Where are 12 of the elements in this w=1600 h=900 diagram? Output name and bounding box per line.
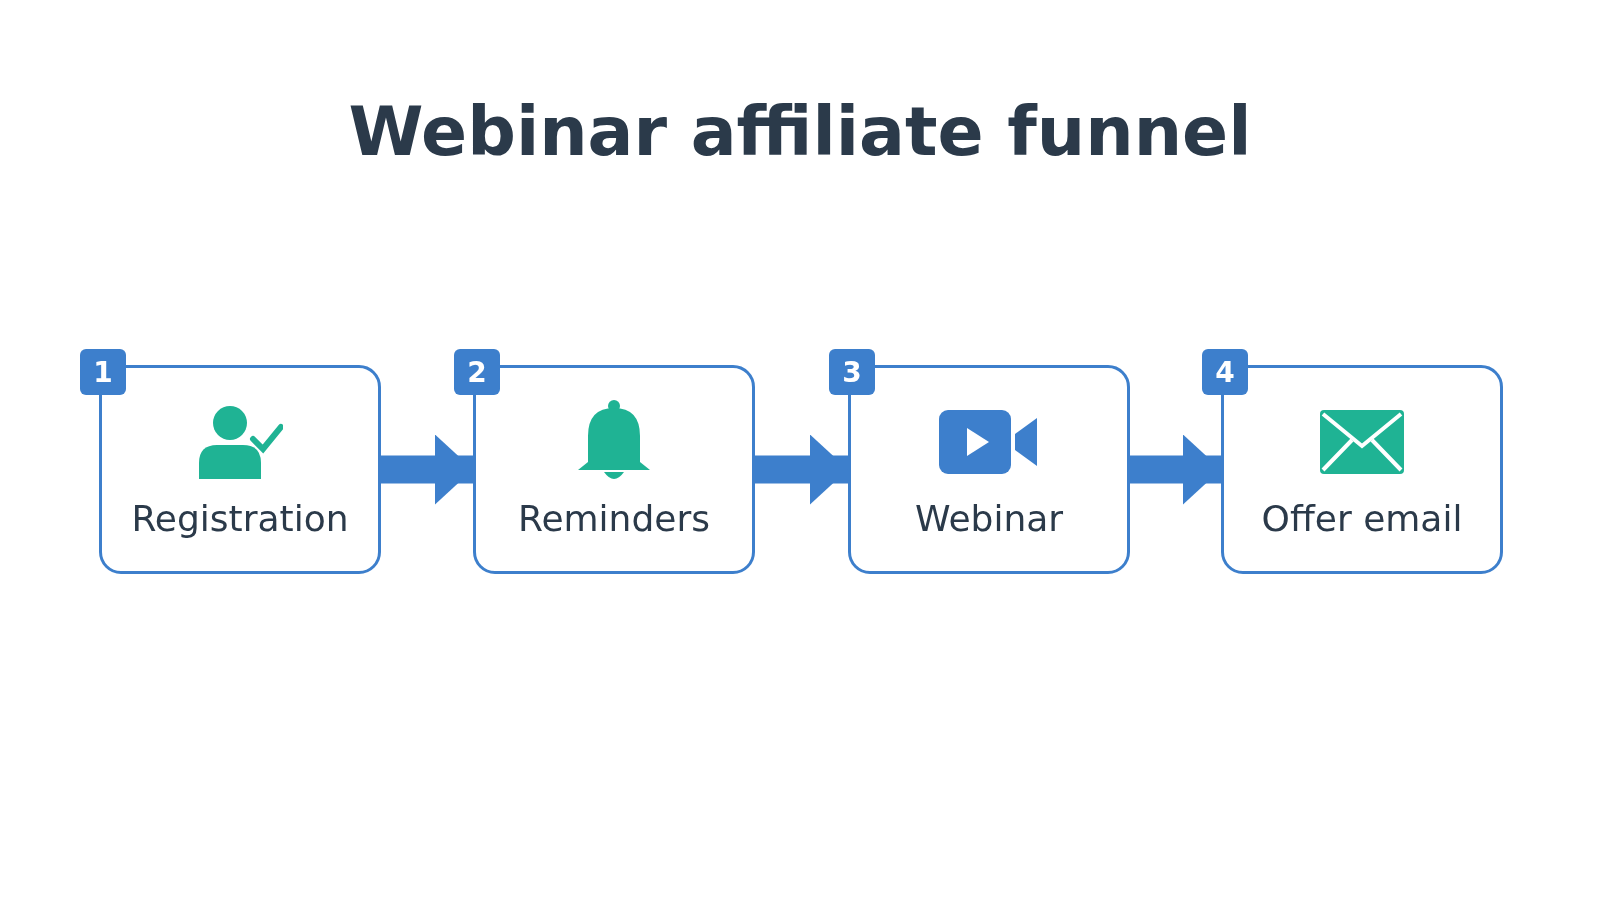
step-number-badge: 4 — [1202, 349, 1248, 395]
arrow — [381, 434, 473, 505]
step-label: Webinar — [913, 498, 1065, 539]
step-number-badge: 2 — [454, 349, 500, 395]
arrow — [1130, 434, 1221, 505]
step-label: Reminders — [517, 498, 711, 539]
diagram-title: Webinar affiliate funnel — [347, 92, 1253, 171]
step-label: Offer email — [1260, 498, 1464, 539]
step-number-badge: 3 — [829, 349, 875, 395]
step-number-badge: 1 — [80, 349, 126, 395]
step-label: Registration — [130, 498, 350, 539]
arrow — [755, 434, 848, 505]
